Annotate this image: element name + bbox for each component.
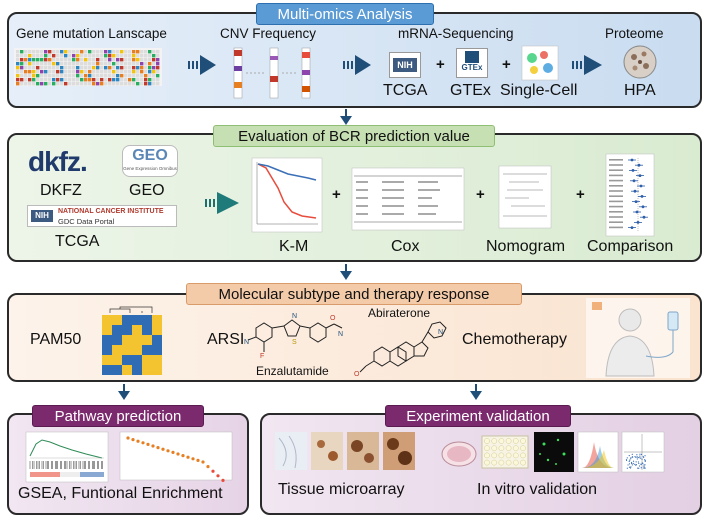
down-arrow-icon (118, 391, 130, 400)
nci-line2: GDC Data Portal (58, 217, 115, 226)
molecular-subtype-title: Molecular subtype and therapy response (186, 283, 522, 305)
arrow-icon (572, 55, 602, 75)
connector-line (475, 384, 479, 392)
geo-logo-text: GEO (132, 147, 168, 164)
arrow-icon (205, 192, 239, 214)
svg-text:N: N (244, 339, 249, 346)
geo-logo-subtext: Gene Expression Omnibus (123, 166, 177, 171)
dkfz-logo: dkfz. (28, 146, 88, 177)
svg-text:O: O (330, 315, 336, 322)
mutation-landscape-image (14, 48, 162, 86)
patient-iv-illustration (586, 298, 690, 378)
gdc-portal-logo: NIH NATIONAL CANCER INSTITUTE GDC Data P… (27, 205, 177, 227)
dkfz-label: DKFZ (40, 182, 82, 199)
connector-line (345, 109, 349, 117)
hpa-label: HPA (624, 82, 656, 99)
nih-logo-small: NIH (31, 210, 53, 222)
chemotherapy-label: Chemotherapy (462, 331, 567, 348)
down-arrow-icon (340, 271, 352, 280)
comparison-label: Comparison (587, 238, 674, 255)
plus-sign: + (576, 186, 585, 203)
tcga-label-2: TCGA (55, 233, 100, 250)
in-vitro-validation-label: In vitro validation (477, 481, 598, 498)
connector-line (123, 384, 127, 392)
plus-sign: + (332, 186, 341, 203)
tissue-microarray-label: Tissue microarray (278, 481, 405, 498)
well-plate-image (481, 435, 529, 469)
svg-text:O: O (354, 371, 360, 378)
gtex-logo: GTEx (456, 48, 488, 78)
enzalutamide-structure-image: N F N S O N (244, 313, 343, 360)
connector-line (345, 264, 349, 272)
km-label: K-M (279, 238, 309, 255)
abiraterone-structure-image: O N (354, 321, 447, 378)
enrichment-dotplot-image (119, 431, 233, 482)
arsi-label: ARSI (207, 331, 245, 348)
geo-label: GEO (129, 182, 165, 199)
mrna-label: mRNA-Sequencing (398, 26, 514, 41)
plus-sign: + (476, 186, 485, 203)
svg-text:N: N (292, 313, 297, 320)
svg-text:N: N (438, 329, 443, 336)
gene-mutation-label: Gene mutation Lanscape (16, 26, 167, 41)
flow-histogram-image (577, 431, 619, 473)
nci-line1: NATIONAL CANCER INSTITUTE (58, 208, 164, 215)
multi-omics-title: Multi-omics Analysis (256, 3, 434, 25)
nih-logo-text: NIH (393, 58, 417, 72)
single-cell-umap-image (521, 45, 559, 81)
gtex-label: GTEx (450, 82, 491, 99)
gsea-plot-image (25, 431, 109, 483)
nomogram-label: Nomogram (486, 238, 566, 255)
nomogram-image (498, 165, 552, 229)
plus-sign: + (436, 56, 445, 73)
comparison-forest-image (605, 153, 655, 237)
flow-scatter-image (621, 431, 665, 473)
nih-logo: NIH (389, 52, 421, 78)
geo-logo: GEO Gene Expression Omnibus (122, 145, 178, 177)
proteome-label: Proteome (605, 26, 664, 41)
down-arrow-icon (340, 116, 352, 125)
proteome-ihc-image (623, 45, 657, 79)
svg-text:S: S (292, 339, 297, 346)
abiraterone-label: Abiraterone (368, 306, 431, 320)
tissue-microarray-image (275, 432, 415, 470)
tcga-label: TCGA (383, 82, 428, 99)
cox-label: Cox (391, 238, 420, 255)
fluorescence-image (534, 432, 574, 472)
arrow-icon (343, 55, 371, 75)
experiment-validation-title: Experiment validation (385, 405, 571, 427)
gtex-logo-text: GTEx (461, 63, 483, 72)
svg-text:N: N (338, 331, 343, 338)
enzalutamide-label: Enzalutamide (256, 364, 329, 378)
cox-table-image (351, 167, 465, 231)
cnv-label: CNV Frequency (220, 26, 317, 41)
gsea-enrichment-label: GSEA, Funtional Enrichment (18, 485, 223, 502)
pam50-label: PAM50 (30, 331, 82, 348)
pam50-heatmap-image (102, 306, 162, 375)
arrow-icon (188, 55, 216, 75)
bcr-evaluation-title: Evaluation of BCR prediction value (213, 125, 495, 147)
single-cell-label: Single-Cell (500, 82, 578, 99)
km-curve-image (251, 157, 323, 233)
plus-sign: + (502, 56, 511, 73)
down-arrow-icon (470, 391, 482, 400)
cnv-frequency-image (233, 47, 311, 99)
pathway-prediction-title: Pathway prediction (32, 405, 204, 427)
svg-text:F: F (260, 353, 264, 360)
petri-dish-image (441, 441, 477, 467)
